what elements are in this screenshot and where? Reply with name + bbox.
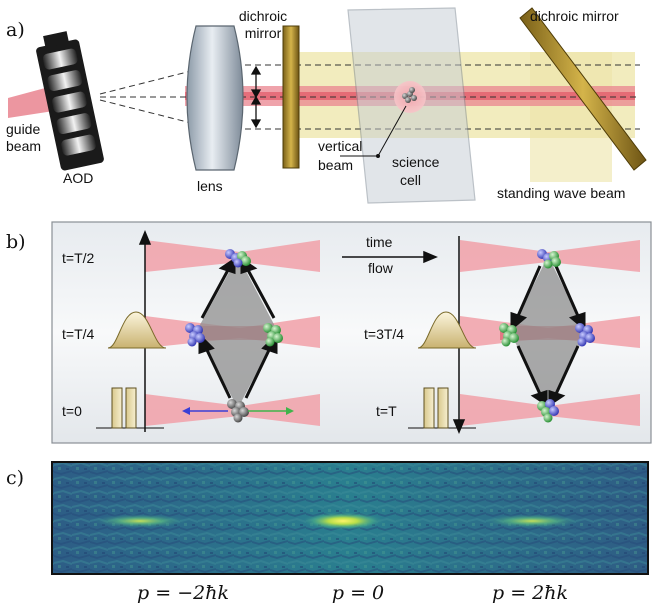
- vertical-beam-label-1: vertical: [318, 138, 362, 154]
- interferometer-diamond-left: [196, 256, 278, 408]
- peak-minus-2hk: [92, 514, 188, 528]
- panel-a: a): [6, 7, 647, 204]
- vertical-beam-pointer: [340, 105, 407, 158]
- momentum-label-zero: p = 0: [332, 582, 384, 604]
- dichroic-mirror-right: [519, 7, 647, 171]
- guide-beam-label-2: beam: [6, 138, 41, 154]
- panel-c-label: c): [6, 467, 24, 489]
- momentum-kick-arrows: [182, 407, 294, 415]
- gaussian-pulse-right: [417, 311, 477, 349]
- panel-b-label: b): [6, 231, 26, 253]
- label-t-half: t=T/2: [62, 250, 95, 266]
- guide-beam-label-1: guide: [6, 121, 40, 137]
- dichroic-left-label-2: mirror: [245, 25, 282, 41]
- label-t-quarter: t=T/4: [62, 326, 95, 342]
- aod: [36, 31, 104, 171]
- label-time: time: [366, 234, 393, 250]
- atoms-right-top: [537, 249, 561, 269]
- atoms-left-initial: [227, 399, 249, 423]
- atom-cloud-cell: [402, 87, 417, 103]
- aod-label: AOD: [63, 170, 93, 186]
- label-t-three-quarter: t=3T/4: [364, 326, 404, 342]
- image-frame: [51, 461, 649, 575]
- lens: [186, 25, 244, 171]
- gaussian-pulse-left: [107, 311, 167, 349]
- peak-zero: [301, 512, 385, 530]
- dichroic-right-label: dichroic mirror: [530, 8, 619, 24]
- label-flow: flow: [368, 260, 394, 276]
- square-pulses-left: [96, 387, 164, 429]
- panel-b: b): [6, 221, 652, 444]
- standing-wave-label: standing wave beam: [497, 185, 625, 201]
- atoms-right-green: [499, 323, 519, 347]
- dichroic-left-label-1: dichroic: [239, 8, 287, 24]
- beam-shift-arrows: [250, 65, 262, 129]
- square-pulses-right: [408, 387, 476, 429]
- momentum-label-minus: p = −2ħk: [137, 582, 229, 604]
- atoms-right-blue: [575, 323, 595, 347]
- peak-plus-2hk: [482, 514, 582, 528]
- label-t-zero: t=0: [62, 403, 82, 419]
- science-cell-label-1: science: [392, 154, 440, 170]
- atoms-right-final: [537, 399, 559, 423]
- atoms-left-top: [225, 249, 251, 268]
- atoms-left-blue: [185, 323, 205, 347]
- lens-label: lens: [197, 178, 223, 194]
- momentum-label-plus: p = 2ħk: [492, 582, 568, 604]
- vertical-beam-label-2: beam: [318, 157, 353, 173]
- atoms-left-green: [263, 323, 283, 347]
- panel-c: c) p = −2ħk p = 0 p = 2ħk: [6, 461, 649, 604]
- dichroic-mirror-left: [282, 25, 300, 169]
- paths-right: [510, 265, 586, 407]
- time-flow-arrow: [342, 250, 438, 264]
- label-t-full: t=T: [376, 403, 397, 419]
- science-cell-label-2: cell: [400, 172, 421, 188]
- panel-a-label: a): [6, 19, 25, 41]
